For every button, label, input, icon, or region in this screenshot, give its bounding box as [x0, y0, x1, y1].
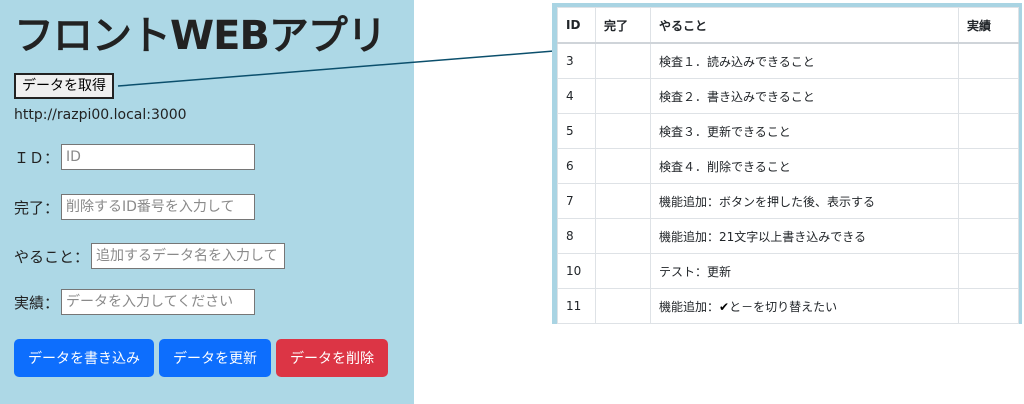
cell-todo: テスト：更新	[650, 253, 959, 289]
cell-result	[958, 253, 1019, 289]
column-header-result: 実績	[958, 7, 1019, 44]
cell-id: 10	[557, 253, 596, 289]
fetch-data-button[interactable]: データを取得	[14, 73, 114, 99]
cell-id: 8	[557, 218, 596, 254]
delete-data-button[interactable]: データを削除	[276, 339, 388, 377]
cell-id: 5	[557, 113, 596, 149]
table-header-row: ID 完了 やること 実績	[557, 7, 1019, 44]
table-row: 5 検査３．更新できること	[557, 113, 1019, 149]
cell-id: 4	[557, 78, 596, 114]
column-header-done: 完了	[595, 7, 651, 44]
table-row: 3 検査１．読み込みできること	[557, 42, 1019, 79]
table-row: 6 検査４．削除できること	[557, 148, 1019, 184]
id-input[interactable]	[61, 144, 256, 170]
cell-done	[595, 113, 651, 149]
todo-input[interactable]	[91, 243, 286, 269]
done-label: 完了：	[14, 198, 60, 217]
table-row: 7 機能追加：ボタンを押した後、表示する	[557, 183, 1019, 219]
column-header-id: ID	[557, 7, 596, 44]
cell-todo: 検査４．削除できること	[650, 148, 959, 184]
cell-todo: 機能追加：ボタンを押した後、表示する	[650, 183, 959, 219]
app-title: フロントWEBアプリ	[14, 13, 387, 59]
cell-done	[595, 288, 651, 324]
result-input[interactable]	[61, 289, 256, 315]
app-panel: フロントWEBアプリ データを取得 http://razpi00.local:3…	[0, 0, 414, 404]
cell-id: 7	[557, 183, 596, 219]
cell-id: 11	[557, 288, 596, 324]
todo-prefix-text: 機能追加：	[659, 299, 720, 314]
done-row: 完了：	[14, 194, 256, 220]
write-data-button[interactable]: データを書き込み	[14, 339, 154, 377]
cell-done	[595, 253, 651, 289]
cell-todo: 検査２．書き込みできること	[650, 78, 959, 114]
id-label: ＩＤ：	[14, 148, 60, 167]
check-mark-icon: ✔	[719, 299, 730, 314]
table-row: 11 機能追加：✔と－を切り替えたい	[557, 288, 1019, 324]
cell-todo: 検査１．読み込みできること	[650, 42, 959, 79]
cell-todo: 機能追加：21文字以上書き込みできる	[650, 218, 959, 254]
cell-done	[595, 42, 651, 79]
results-table-panel: ID 完了 やること 実績 3 検査１．読み込みできること 4 検査２．書き込み…	[552, 3, 1022, 324]
cell-todo: 機能追加：✔と－を切り替えたい	[650, 288, 959, 324]
todo-label: やること：	[14, 247, 90, 266]
result-row: 実績：	[14, 289, 256, 315]
done-input[interactable]	[61, 194, 256, 220]
server-url: http://razpi00.local:3000	[14, 107, 187, 123]
cell-result	[958, 183, 1019, 219]
table-row: 4 検査２．書き込みできること	[557, 78, 1019, 114]
id-row: ＩＤ：	[14, 144, 256, 170]
cell-todo: 検査３．更新できること	[650, 113, 959, 149]
cell-done	[595, 78, 651, 114]
result-label: 実績：	[14, 293, 60, 312]
column-header-todo: やること	[650, 7, 959, 44]
cell-result	[958, 288, 1019, 324]
cell-result	[958, 148, 1019, 184]
cell-result	[958, 78, 1019, 114]
cell-result	[958, 113, 1019, 149]
cell-result	[958, 42, 1019, 79]
cell-id: 6	[557, 148, 596, 184]
table-row: 10 テスト：更新	[557, 253, 1019, 289]
cell-done	[595, 183, 651, 219]
table-row: 8 機能追加：21文字以上書き込みできる	[557, 218, 1019, 254]
cell-done	[595, 218, 651, 254]
todo-table: ID 完了 やること 実績 3 検査１．読み込みできること 4 検査２．書き込み…	[557, 7, 1019, 324]
todo-suffix-text: と－を切り替えたい	[729, 299, 838, 314]
cell-done	[595, 148, 651, 184]
todo-row: やること：	[14, 243, 286, 269]
cell-id: 3	[557, 42, 596, 79]
cell-result	[958, 218, 1019, 254]
update-data-button[interactable]: データを更新	[159, 339, 271, 377]
